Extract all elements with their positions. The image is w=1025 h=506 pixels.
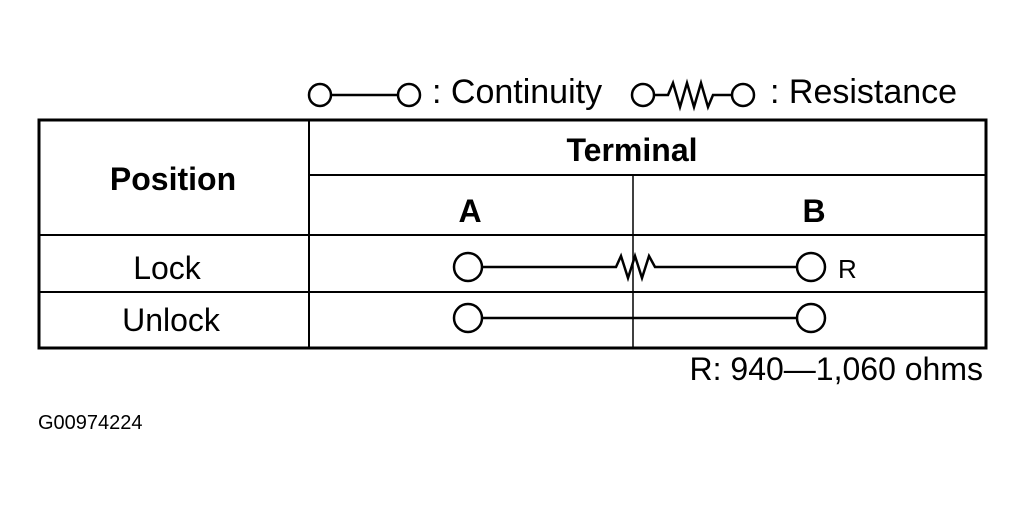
terminal-b-header: B: [802, 193, 826, 229]
resistance-spec-note: R: 940—1,060 ohms: [689, 351, 984, 387]
row-unlock-position: Unlock: [122, 302, 220, 338]
resistance-marker: R: [838, 254, 857, 284]
lock-resistance-connection: [452, 251, 827, 283]
resistance-symbol-icon: [630, 78, 756, 112]
figure-id: G00974224: [38, 412, 143, 434]
terminal-a-header: A: [458, 193, 482, 229]
unlock-continuity-connection: [452, 302, 827, 334]
continuity-symbol-icon: [307, 82, 422, 108]
terminal-header: Terminal: [566, 132, 698, 168]
legend-continuity-label: : Continuity: [432, 73, 603, 111]
legend-resistance-label: : Resistance: [770, 73, 958, 111]
row-lock-position: Lock: [133, 250, 201, 286]
position-header: Position: [109, 161, 237, 197]
